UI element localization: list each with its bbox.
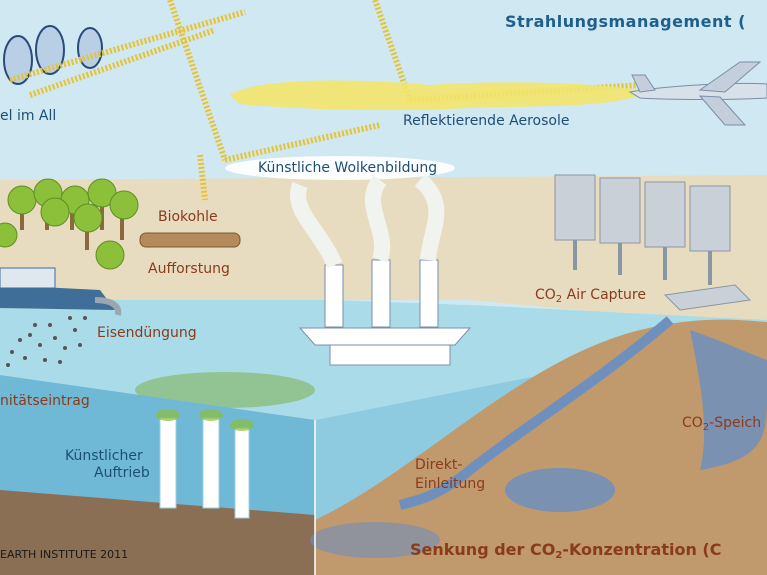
title-radiation-management: Strahlungsmanagement (: [505, 12, 746, 31]
label-alkalinity: nitätseintrag: [0, 393, 90, 409]
co2-storage-plume: [690, 330, 767, 470]
air-capture-panels: [554, 174, 752, 311]
title-co2-post: -Konzentration (C: [562, 540, 722, 559]
fertilization-ship: [0, 267, 122, 316]
artificial-cloud: [225, 156, 455, 180]
label-air-capture-sub: 2: [555, 294, 563, 305]
cloud-seeding-vessel: [290, 173, 472, 366]
aerosol-cloud: [230, 80, 650, 111]
label-upwelling-line1: Künstlicher: [65, 448, 143, 464]
label-co2-storage-post: -Speich: [709, 415, 762, 431]
credit-line: EARTH INSTITUTE 2011: [0, 548, 129, 561]
label-iron-fertilization: Eisendüngung: [97, 325, 197, 341]
label-space-mirrors: el im All: [0, 108, 57, 124]
label-direct-line2: Einleitung: [415, 476, 486, 492]
label-biochar: Biokohle: [158, 209, 218, 225]
label-afforestation: Aufforstung: [148, 261, 230, 277]
label-reflective-aerosols: Reflektierende Aerosole: [403, 113, 570, 129]
forest: [0, 178, 139, 270]
airplane-icon: [628, 61, 767, 126]
title-co2-reduction: Senkung der CO2-Konzentration (C: [410, 540, 721, 561]
label-air-capture: CO2 Air Capture: [535, 287, 646, 306]
label-air-capture-post: Air Capture: [562, 287, 646, 303]
seabed-co2-lake: [310, 522, 440, 558]
label-upwelling-line2: Auftrieb: [94, 465, 150, 481]
algae-patch: [135, 372, 315, 408]
biochar-log: [139, 232, 241, 248]
upwelling-pipes: [156, 409, 254, 519]
space-mirrors: [3, 25, 103, 85]
label-co2-storage-sub: 2: [702, 422, 710, 433]
title-co2-pre: Senkung der CO: [410, 540, 556, 559]
title-co2-sub: 2: [555, 550, 563, 561]
label-co2-storage: CO2-Speich: [682, 415, 761, 434]
label-air-capture-pre: CO: [535, 287, 556, 303]
label-direct-line1: Direkt-: [415, 457, 463, 473]
direct-injection-pool: [505, 468, 615, 512]
iron-particles: [6, 316, 87, 367]
label-co2-storage-pre: CO: [682, 415, 703, 431]
label-artificial-clouds: Künstliche Wolkenbildung: [258, 160, 438, 176]
sediment-side: [315, 319, 767, 575]
direct-injection-pipe: [398, 316, 674, 510]
